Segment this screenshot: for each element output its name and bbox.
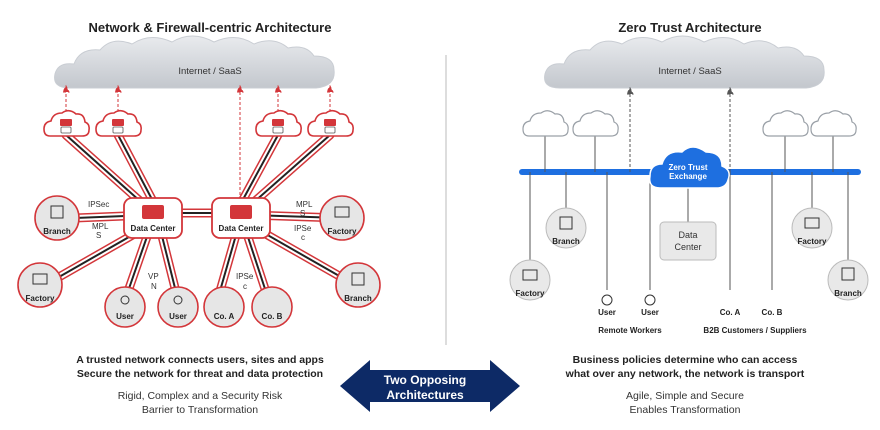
internet-cloud-right (544, 35, 825, 89)
dc-right-box (659, 221, 717, 261)
link-ipsec2-b: c (243, 282, 247, 291)
dc-right-line-2: Center (674, 242, 702, 252)
arrow-line-1: Two Opposing (383, 373, 467, 387)
zero-trust-exchange (648, 146, 730, 189)
data-center-1 (123, 197, 183, 239)
link-ipsec2-a: IPSe (236, 272, 254, 281)
coa-right-label: Co. A (719, 308, 741, 317)
branch-left-node (34, 195, 80, 241)
coa-left-label: Co. A (213, 312, 235, 321)
factory-left-node (17, 262, 63, 308)
user-right-1-label: User (598, 308, 616, 317)
saas-cloud-3 (762, 110, 809, 137)
left-cloud-label: Internet / SaaS (178, 66, 242, 77)
link-vpn-a: VP (148, 272, 159, 281)
right-summary-1: Agile, Simple and Secure (626, 390, 744, 402)
dc-right-line-1: Data (678, 230, 698, 240)
right-summary-2: Enables Transformation (629, 404, 741, 416)
link-vpn-b: N (151, 282, 157, 291)
factory-right-node (319, 195, 365, 241)
user-right-1-node (601, 294, 613, 306)
user-left-2-label: User (169, 312, 187, 321)
left-summary-1: Rigid, Complex and a Security Risk (117, 390, 283, 402)
user-left-2-node (157, 286, 199, 328)
link-mpls-b: S (96, 231, 102, 240)
cob-right-label: Co. B (761, 308, 783, 317)
data-center-2 (211, 197, 271, 239)
firewall-cloud-4 (307, 109, 354, 137)
saas-cloud-2 (572, 110, 619, 137)
factory-right-left-node (509, 259, 551, 301)
cob-left-node (251, 286, 293, 328)
firewall-cloud-3 (255, 109, 302, 137)
user-right-2-node (644, 294, 656, 306)
right-title: Zero Trust Architecture (618, 20, 762, 35)
user-right-2-label: User (641, 308, 659, 317)
exchange-line-2: Exchange (669, 172, 707, 181)
left-title: Network & Firewall-centric Architecture (88, 20, 332, 35)
b2b-label: B2B Customers / Suppliers (703, 326, 807, 335)
factory-right-left-label: Factory (515, 289, 545, 298)
link-mpls-a: MPL (92, 222, 109, 231)
branch-right-right-label: Branch (834, 289, 862, 298)
link-mpls2-b: S (300, 209, 306, 218)
factory-right-right-label: Factory (797, 237, 827, 246)
factory-right-label: Factory (327, 227, 357, 236)
dc1-label: Data Center (130, 224, 176, 233)
link-mpls2-a: MPL (296, 200, 313, 209)
right-caption-2: what over any network, the network is tr… (565, 368, 805, 380)
coa-left-node (203, 286, 245, 328)
saas-cloud-4 (810, 110, 857, 137)
opposing-arrow-label: Two Opposing Architectures (360, 373, 490, 403)
link-ipsec3-b: c (301, 233, 305, 242)
firewall-cloud-2 (95, 109, 142, 137)
branch-right-node (335, 262, 381, 308)
left-caption-2: Secure the network for threat and data p… (76, 368, 324, 380)
right-caption-1: Business policies determine who can acce… (572, 354, 798, 366)
link-ipsec3-a: IPSe (294, 224, 312, 233)
branch-right-right-node (827, 259, 869, 301)
remote-workers-label: Remote Workers (598, 326, 662, 335)
cob-left-label: Co. B (261, 312, 283, 321)
branch-right-left-label: Branch (552, 237, 580, 246)
opposing-arrow (340, 360, 520, 412)
firewall-cloud-1 (43, 109, 90, 137)
arrow-line-2: Architectures (386, 388, 464, 402)
dc2-label: Data Center (218, 224, 264, 233)
factory-left-label: Factory (25, 294, 55, 303)
branch-right-label: Branch (344, 294, 372, 303)
left-caption-1: A trusted network connects users, sites … (76, 354, 324, 366)
branch-right-left-node (545, 207, 587, 249)
saas-cloud-1 (522, 110, 569, 137)
user-left-1-label: User (116, 312, 134, 321)
exchange-line-1: Zero Trust (668, 163, 708, 172)
right-cloud-label: Internet / SaaS (658, 66, 722, 77)
link-ipsec: IPSec (88, 200, 110, 209)
left-summary-2: Barrier to Transformation (141, 404, 259, 416)
factory-right-right-node (791, 207, 833, 249)
user-left-1-node (104, 286, 146, 328)
branch-left-label: Branch (43, 227, 71, 236)
internet-cloud-left (54, 35, 335, 89)
